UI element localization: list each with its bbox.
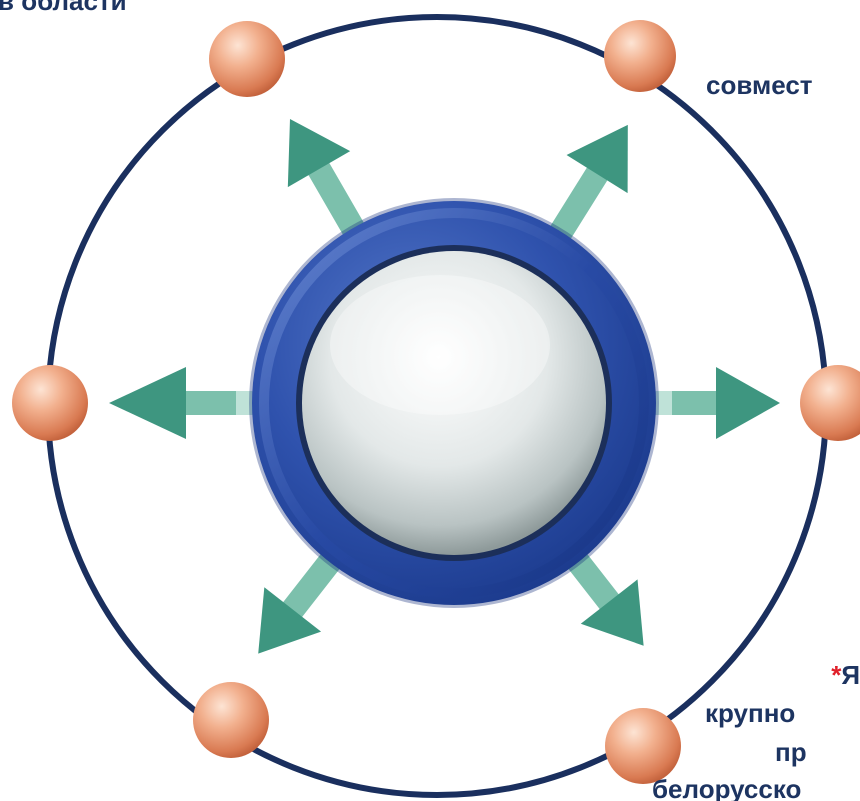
- node-top-left: [209, 21, 285, 97]
- arrow-right-icon: [654, 367, 780, 439]
- central-hub: [249, 198, 659, 608]
- label-bottom-right-line4: белорусско: [652, 774, 802, 801]
- node-left: [12, 365, 88, 441]
- label-top-right: совмест: [706, 70, 813, 100]
- label-bottom-right-line2: крупно: [705, 698, 796, 728]
- label-bottom-right-line3: пр: [775, 737, 807, 767]
- label-bottom-right-line1: Я: [841, 660, 860, 690]
- hub-inner-disc: [302, 251, 606, 555]
- label-bottom-right: *Я: [831, 660, 860, 690]
- node-bottom-right: [605, 708, 681, 784]
- label-top-left: в области: [0, 0, 127, 16]
- node-top-right: [604, 20, 676, 92]
- node-right: [800, 365, 860, 441]
- node-bottom-left: [193, 682, 269, 758]
- asterisk-mark: *: [831, 660, 842, 690]
- arrow-left-icon: [109, 367, 254, 439]
